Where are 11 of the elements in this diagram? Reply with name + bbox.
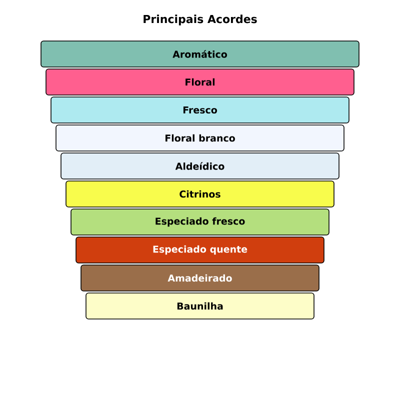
- funnel-bar: Especiado fresco: [70, 208, 330, 236]
- funnel-bar: Fresco: [50, 96, 350, 124]
- funnel-bar: Aromático: [40, 40, 360, 68]
- funnel-bar: Floral: [46, 68, 354, 96]
- funnel-bar: Aldeídico: [60, 152, 340, 180]
- funnel-bar: Floral branco: [56, 124, 344, 152]
- funnel-bar: Amadeirado: [80, 264, 320, 292]
- funnel-bar: Especiado quente: [76, 236, 324, 264]
- funnel-bar: Citrinos: [66, 180, 334, 208]
- title: Principais Acordes: [144, 14, 257, 26]
- funnel-bar: Baunilha: [86, 292, 314, 320]
